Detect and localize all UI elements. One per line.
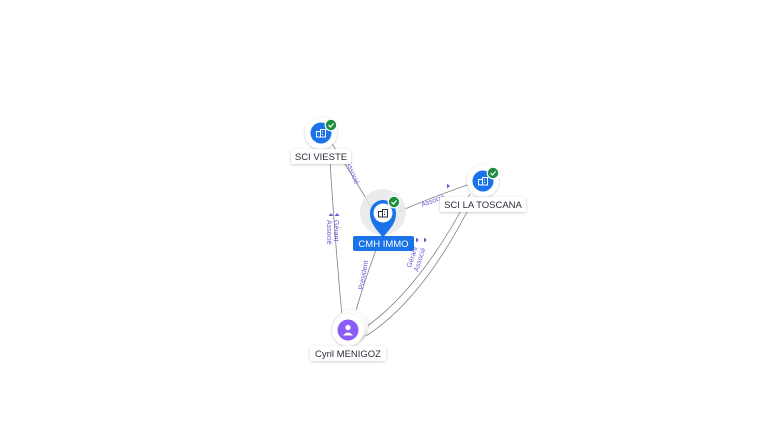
- node-cmh-immo[interactable]: CMH IMMO: [353, 189, 414, 251]
- node-cyril-menigoz[interactable]: Cyril MENIGOZ: [310, 309, 386, 361]
- edge-cyril-toscana-1[interactable]: [361, 193, 471, 331]
- building-icon: [378, 209, 388, 218]
- check-circle-icon: [387, 195, 401, 209]
- node-sci-vieste[interactable]: SCI VIESTE: [291, 117, 351, 164]
- edge-label-cyril-vieste-1: Gérant: [332, 220, 339, 241]
- arrow-icon: [334, 213, 340, 216]
- node-label-box: [440, 197, 526, 212]
- edge-labels: Associé Associé Gérant Associé Président…: [325, 160, 450, 290]
- edge-label-cyril-cmh: Président: [358, 260, 370, 290]
- node-label-sci-vieste: SCI VIESTE: [295, 152, 347, 163]
- node-label-box: [353, 236, 414, 251]
- person-icon: [343, 324, 353, 336]
- edge-label-cyril-vieste-2: Associé: [325, 220, 332, 245]
- arrow-icon: [447, 183, 450, 189]
- check-circle-icon: [486, 166, 500, 180]
- node-label-sci-la-toscana: SCI LA TOSCANA: [444, 200, 522, 211]
- edge-cyril-toscana-2[interactable]: [365, 197, 475, 337]
- arrow-icon: [424, 237, 427, 243]
- arrow-icon: [328, 213, 334, 216]
- edge-cyril-cmh[interactable]: [354, 249, 377, 315]
- building-icon: [316, 129, 326, 138]
- building-icon: [478, 177, 488, 186]
- node-sci-la-toscana[interactable]: SCI LA TOSCANA: [440, 165, 526, 212]
- arrow-icon: [416, 237, 419, 243]
- node-label-box: [291, 149, 351, 164]
- node-label-cyril-menigoz: Cyril MENIGOZ: [315, 349, 381, 360]
- node-label-cmh-immo: CMH IMMO: [358, 239, 408, 250]
- edge-cyril-vieste[interactable]: [329, 161, 343, 317]
- check-circle-icon: [324, 118, 338, 132]
- node-label-box: [310, 346, 386, 361]
